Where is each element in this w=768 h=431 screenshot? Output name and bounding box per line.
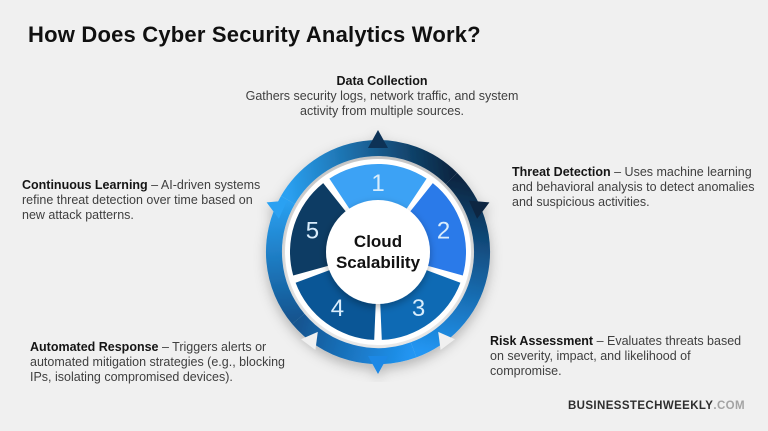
center-label: Cloud Scalability: [316, 231, 440, 273]
center-label-line2: Scalability: [335, 253, 421, 272]
callout-risk-assessment-label: Risk Assessment: [490, 334, 594, 348]
callout-continuous-learning-label: Continuous Learning: [22, 178, 148, 192]
center-circle: [326, 200, 430, 304]
footer-brand-name: BUSINESSTECHWEEKLY: [567, 400, 714, 412]
segment-4-number: 4: [331, 295, 344, 322]
cycle-arrow-tip-bottom-icon: [368, 356, 388, 374]
segment-3-number: 3: [412, 295, 425, 322]
footer-brand: BUSINESSTECHWEEKLY.COM: [568, 400, 745, 412]
callout-threat-detection: Threat Detection – Uses machine learning…: [512, 165, 758, 210]
callout-automated-response-text: – Triggers alerts or automated mitigatio…: [30, 340, 285, 384]
callout-data-collection: Data Collection Gathers security logs, n…: [230, 74, 534, 119]
callout-continuous-learning: Continuous Learning – AI-driven systems …: [22, 178, 262, 223]
callout-risk-assessment: Risk Assessment – Evaluates threats base…: [490, 334, 742, 379]
cycle-notch-bottom-left: [301, 331, 318, 350]
cycle-ring-arc-top: [280, 140, 458, 205]
segment-4-wedge: [295, 269, 376, 340]
segment-5-number: 5: [306, 218, 319, 245]
cycle-notch-bottom-right: [438, 331, 455, 350]
segment-2-wedge: [409, 183, 467, 276]
cycle-diagram: 1 2 3 4 5: [266, 130, 490, 374]
callout-continuous-learning-text: – AI-driven systems refine threat detect…: [22, 178, 261, 222]
callout-data-collection-text: Gathers security logs, network traffic, …: [245, 89, 519, 118]
callout-automated-response-label: Automated Response: [30, 340, 159, 354]
footer-brand-tld: .COM: [713, 400, 745, 412]
center-label-line1: Cloud: [353, 232, 403, 251]
callout-threat-detection-text: – Uses machine learning and behavioral a…: [512, 165, 755, 209]
segment-2-number: 2: [437, 218, 450, 245]
cycle-ring-arc-left: [266, 196, 305, 325]
cycle-arrow-tip-right-icon: [468, 200, 490, 219]
callout-data-collection-label: Data Collection: [336, 74, 428, 88]
callout-threat-detection-label: Threat Detection: [512, 165, 611, 179]
callout-automated-response: Automated Response – Triggers alerts or …: [30, 340, 298, 385]
segment-1-wedge: [329, 163, 427, 211]
segment-1-number: 1: [371, 170, 384, 197]
segment-3-wedge: [380, 269, 461, 340]
cycle-ring-arc-bottom: [292, 313, 417, 365]
cycle-arrow-tip-left-icon: [266, 200, 288, 219]
callout-risk-assessment-text: – Evaluates threats based on severity, i…: [490, 334, 742, 378]
page-title: How Does Cyber Security Analytics Work?: [28, 22, 481, 47]
segments: 1 2 3 4 5: [289, 163, 467, 340]
segment-5-wedge: [289, 183, 347, 276]
cycle-arrow-tip-top-icon: [368, 130, 388, 148]
